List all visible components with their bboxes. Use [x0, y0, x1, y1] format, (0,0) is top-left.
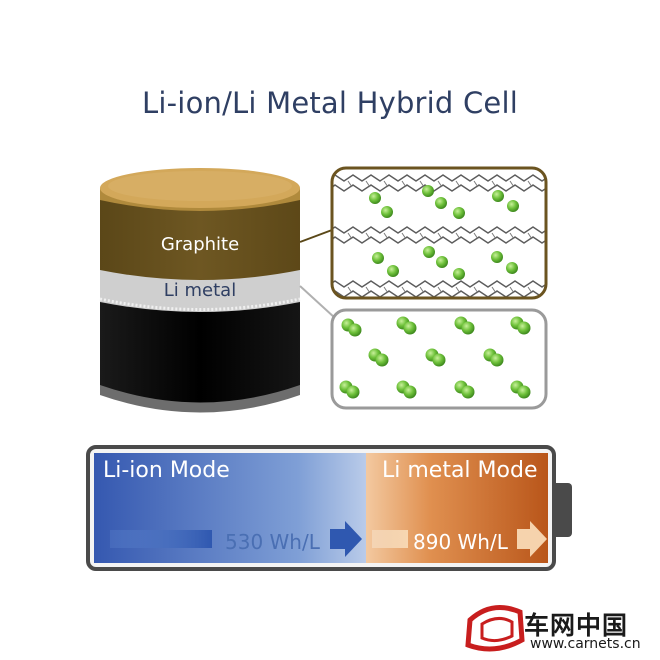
li-metal-atoms — [339, 316, 531, 399]
graphite-intercalated-atoms — [369, 185, 519, 280]
lithium-ion-atom — [372, 252, 384, 264]
lithium-ion-atom — [435, 197, 447, 209]
li-metal-arrow-head — [517, 521, 547, 557]
lithium-ion-atom — [387, 265, 399, 277]
battery-bar — [86, 445, 572, 571]
lithium-metal-atom — [517, 321, 531, 335]
graphite-sheets — [332, 174, 546, 298]
graphite-sheet — [332, 226, 546, 244]
li-metal-label: Li metal — [163, 280, 237, 301]
lithium-ion-atom — [422, 185, 434, 197]
lithium-metal-atom — [375, 353, 389, 367]
li-metal-mode-label: Li metal Mode — [382, 458, 538, 483]
lithium-ion-atom — [491, 251, 503, 263]
graphite-top-highlight — [108, 171, 292, 201]
black-layer — [100, 302, 300, 403]
graphite-label: Graphite — [160, 234, 240, 255]
graphite-layer — [100, 196, 300, 280]
lithium-ion-atom — [453, 207, 465, 219]
lithium-metal-atom — [461, 321, 475, 335]
li-metal-arrow-shaft — [372, 530, 408, 548]
li-ion-mode-label: Li-ion Mode — [103, 458, 230, 483]
graphite-sheet — [332, 174, 546, 192]
lithium-ion-atom — [436, 256, 448, 268]
carnets-logo-mark — [465, 605, 525, 652]
li-ion-energy-value: 530 Wh/L — [225, 530, 320, 554]
lithium-metal-atom — [517, 385, 531, 399]
lithium-ion-atom — [381, 206, 393, 218]
logo-url: www.carnets.cn — [530, 636, 641, 652]
logo-name: 车网中国 — [524, 611, 629, 640]
lithium-metal-atom — [348, 323, 362, 337]
lithium-metal-atom — [461, 385, 475, 399]
li-ion-arrow-head — [330, 521, 362, 557]
connector-limetal — [299, 285, 336, 319]
lithium-metal-atom — [346, 385, 360, 399]
cell-cylinder — [99, 168, 301, 413]
graphite-zoom-panel — [330, 166, 548, 300]
carnets-logo: 车网中国 www.carnets.cn — [470, 604, 660, 658]
page-title: Li-ion/Li Metal Hybrid Cell — [142, 86, 518, 120]
lithium-metal-atom — [432, 353, 446, 367]
lithium-ion-atom — [492, 190, 504, 202]
lithium-metal-atom — [403, 385, 417, 399]
lithium-ion-atom — [506, 262, 518, 274]
li-ion-arrow-shaft — [110, 530, 212, 548]
li-metal-energy-value: 890 Wh/L — [413, 530, 508, 554]
lithium-ion-atom — [369, 192, 381, 204]
lithium-ion-atom — [453, 268, 465, 280]
connector-graphite — [299, 229, 333, 243]
li-metal-edge — [99, 297, 301, 311]
lithium-ion-atom — [423, 246, 435, 258]
lithium-metal-atom — [403, 321, 417, 335]
lithium-metal-atom — [490, 353, 504, 367]
li-metal-layer — [100, 270, 300, 312]
lithium-ion-atom — [507, 200, 519, 212]
battery-terminal — [552, 483, 572, 537]
li-metal-zoom-panel — [330, 308, 548, 410]
